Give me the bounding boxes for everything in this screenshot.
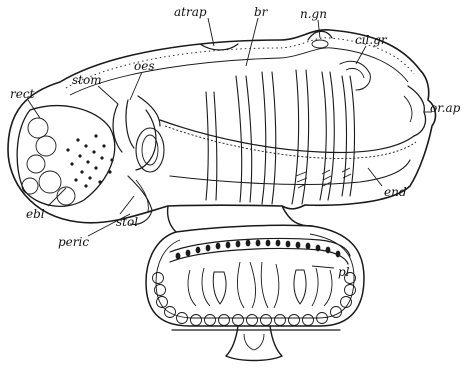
label-orap: or.ap: [430, 101, 461, 115]
leader-lines: [28, 18, 432, 268]
bud-epithelium: [170, 239, 350, 265]
leader-oes: [130, 72, 142, 100]
leader-ngn: [318, 20, 320, 38]
leader-stom: [98, 86, 118, 104]
label-peric: peric: [58, 235, 89, 249]
base-stalk: [172, 326, 340, 361]
oral-aperture: [404, 86, 426, 136]
label-ngn: n.gn: [300, 7, 327, 21]
neural-ganglion: [308, 31, 332, 48]
label-stol: stol: [116, 215, 138, 229]
label-br: br: [254, 5, 269, 19]
stolon-neck: [168, 206, 312, 232]
label-pl: pl: [338, 265, 350, 279]
label-stom: stom: [72, 73, 102, 87]
label-cilgr: cil.gr: [355, 33, 388, 47]
leader-stol: [120, 196, 134, 214]
label-oes: oes: [134, 59, 154, 73]
leader-pl: [312, 266, 334, 268]
label-ebl: ebl: [26, 207, 45, 221]
leader-atrap: [208, 18, 214, 46]
endostyle: [160, 120, 416, 184]
bud-interior: [188, 262, 332, 308]
body-outline: [8, 30, 435, 223]
ciliated-groove: [340, 61, 370, 90]
leader-rect: [28, 100, 40, 118]
leader-cilgr: [356, 46, 366, 64]
oesophagus-stomach: [113, 96, 164, 172]
label-rect: rect: [10, 87, 35, 101]
label-end: end: [384, 185, 407, 199]
leader-end: [368, 168, 382, 186]
rectum-embryo-mass: [17, 106, 115, 207]
label-atrap: atrap: [174, 5, 207, 19]
